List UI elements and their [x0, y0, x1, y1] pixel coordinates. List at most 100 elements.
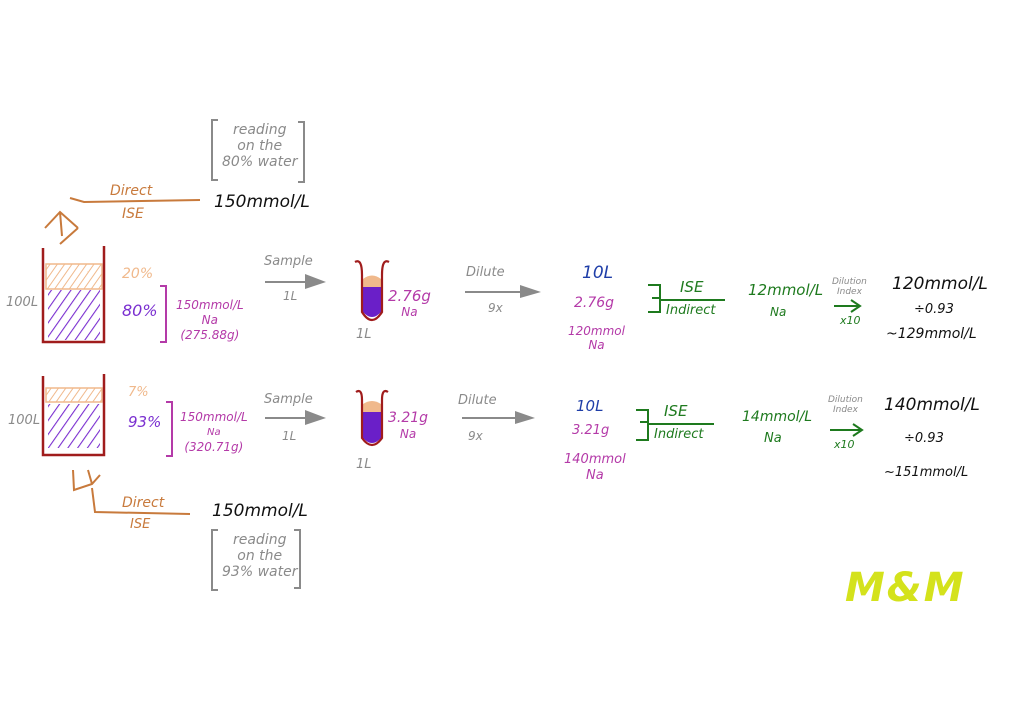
- bracket-93-water: [166, 401, 173, 457]
- indirect-ise-top: ISE: [680, 278, 704, 296]
- direct-ise-label-top: Direct: [110, 183, 153, 199]
- diluted-sodium: 120mmol Na: [568, 324, 625, 352]
- tube-volume: 1L: [356, 457, 372, 472]
- dilution-index-label: Dilution Index: [828, 395, 863, 415]
- result-correction: ÷0.93: [904, 431, 944, 446]
- diluted-volume: 10L: [576, 397, 604, 415]
- dilution-index-arrow-row-2: [830, 423, 864, 437]
- mm-logo: M&M: [845, 565, 966, 611]
- note-line: reading: [232, 532, 287, 548]
- direct-ise-reading: 150mmol/L: [214, 192, 310, 212]
- direct-ise-probe-row-1: [44, 197, 201, 245]
- container-row-2: [41, 374, 106, 457]
- sample-amount: 1L: [283, 289, 298, 303]
- sodium-info: 150mmol/L Na (320.71g): [180, 410, 248, 455]
- sodium-total-mass: (320.71g): [184, 440, 244, 454]
- direct-ise-label-top: Direct: [122, 495, 165, 511]
- result-value: 120mmol/L: [892, 274, 988, 294]
- sodium-label: Na: [207, 427, 221, 438]
- tube-sodium-label: Na: [401, 305, 418, 319]
- test-tube-row-2: [355, 389, 389, 447]
- tube-sodium-mass: 2.76g: [388, 287, 431, 305]
- measured-label: Na: [764, 431, 782, 446]
- direct-ise-reading: 150mmol/L: [212, 501, 308, 521]
- result-approx: ~129mmol/L: [886, 326, 977, 342]
- sample-label: Sample: [264, 254, 313, 269]
- dilute-arrow-row-2: [462, 411, 535, 424]
- dilution-index-label-1: Dilution: [832, 277, 867, 287]
- result-value: 140mmol/L: [884, 395, 980, 415]
- water-layer: [48, 290, 100, 340]
- bracket-80-water: [160, 285, 167, 343]
- result-approx: ~151mmol/L: [884, 465, 969, 480]
- water-percent: 93%: [128, 413, 162, 431]
- direct-ise-probe-row-2: [72, 469, 191, 515]
- direct-ise-label-bottom: ISE: [130, 517, 151, 532]
- beaker-outline: [41, 246, 106, 344]
- solids-layer: [45, 263, 103, 290]
- direct-ise-label-bottom: ISE: [122, 206, 144, 222]
- diluted-sodium-mass: 2.76g: [574, 295, 615, 311]
- sample-arrow-row-2: [265, 410, 326, 425]
- dilute-label: Dilute: [466, 265, 505, 280]
- diluted-sodium: 140mmol Na: [564, 452, 626, 484]
- solids-percent: 20%: [122, 266, 154, 282]
- water-layer: [48, 404, 100, 448]
- diluted-sodium-mmol: 120mmol: [568, 324, 625, 338]
- dilution-index-label: Dilution Index: [832, 277, 867, 297]
- indirect-ise-bottom: Indirect: [654, 427, 704, 442]
- sample-arrow-row-1: [265, 274, 326, 289]
- dilute-factor: 9x: [468, 429, 483, 443]
- note-line: 93% water: [222, 564, 298, 580]
- indirect-ise-symbol-row-1: [648, 284, 725, 313]
- indirect-ise-top: ISE: [664, 402, 688, 420]
- container-volume: 100L: [8, 413, 41, 428]
- tube-volume: 1L: [356, 327, 372, 342]
- sodium-total-mass: (275.88g): [180, 328, 240, 342]
- sodium-info: 150mmol/L Na (275.88g): [176, 298, 244, 343]
- diluted-volume: 10L: [582, 263, 614, 283]
- container-row-1: [41, 246, 106, 344]
- note-bracket-93: [211, 529, 301, 591]
- sample-amount: 1L: [282, 429, 297, 443]
- sodium-label: Na: [201, 313, 219, 327]
- dilute-factor: 9x: [488, 301, 503, 315]
- note-line: on the: [237, 548, 283, 564]
- result-correction: ÷0.93: [914, 302, 954, 317]
- dilution-index-label-2: Index: [836, 287, 862, 297]
- tube-sodium: 3.21g Na: [388, 410, 428, 442]
- tube-sodium: 2.76g Na: [388, 288, 431, 320]
- test-tube-row-1: [354, 260, 390, 322]
- beaker-outline: [41, 374, 106, 457]
- dilute-label: Dilute: [458, 393, 497, 408]
- dilution-index-label-2: Index: [832, 405, 858, 415]
- dilution-index-factor: x10: [834, 438, 855, 451]
- note-bracket-80: [211, 119, 305, 183]
- dilute-arrow-row-1: [465, 285, 541, 298]
- dilution-index-label-1: Dilution: [828, 395, 863, 405]
- indirect-ise-bottom: Indirect: [666, 303, 716, 318]
- note-line: reading: [232, 122, 287, 138]
- measured-value: 14mmol/L: [742, 409, 813, 425]
- note-row-1: reading on the 80% water: [222, 122, 297, 170]
- container-volume: 100L: [6, 295, 39, 310]
- dilution-index-arrow-row-1: [834, 299, 862, 313]
- diluted-sodium-mass: 3.21g: [572, 423, 610, 438]
- diluted-sodium-label: Na: [588, 338, 605, 352]
- measured-value: 12mmol/L: [748, 281, 824, 299]
- tube-sodium-mass: 3.21g: [388, 410, 429, 426]
- sodium-concentration: 150mmol/L: [180, 410, 248, 424]
- note-line: on the: [237, 138, 283, 154]
- indirect-ise-symbol-row-2: [636, 409, 714, 441]
- diluted-sodium-mmol: 140mmol: [564, 452, 626, 467]
- note-line: 80% water: [222, 154, 298, 170]
- sample-label: Sample: [264, 392, 313, 407]
- diluted-sodium-label: Na: [586, 468, 604, 483]
- note-row-2: reading on the 93% water: [222, 532, 297, 580]
- solids-layer: [45, 387, 103, 403]
- dilution-index-factor: x10: [840, 314, 861, 327]
- solids-percent: 7%: [128, 385, 149, 400]
- sodium-concentration: 150mmol/L: [176, 298, 244, 312]
- measured-label: Na: [770, 305, 787, 319]
